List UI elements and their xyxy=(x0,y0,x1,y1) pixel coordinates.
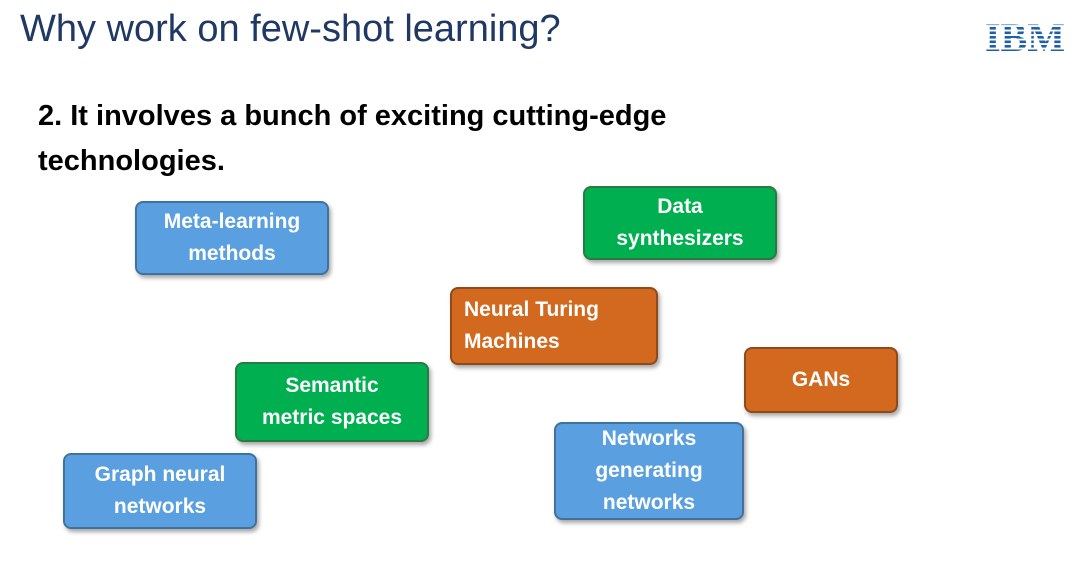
svg-text:IBM: IBM xyxy=(985,18,1065,54)
slide-subtitle: 2. It involves a bunch of exciting cutti… xyxy=(38,100,667,177)
box-label: Networks generating networks xyxy=(595,427,703,514)
ibm-logo: IBM xyxy=(985,18,1065,54)
box-label: GANs xyxy=(791,368,851,391)
box-label: Graph neural networks xyxy=(94,463,226,518)
box-graph-neural-networks: Graph neural networks xyxy=(63,453,257,529)
slide-title: Why work on few-shot learning? xyxy=(20,8,561,50)
box-label: Meta-learning methods xyxy=(163,210,301,265)
box-gans: GANs xyxy=(744,347,898,413)
box-neural-turing-machines: Neural Turing Machines xyxy=(450,287,658,365)
box-semantic-metric-spaces: Semantic metric spaces xyxy=(235,362,429,442)
box-label: Data synthesizers xyxy=(616,195,744,250)
box-networks-generating-networks: Networks generating networks xyxy=(554,422,744,520)
box-label: Neural Turing Machines xyxy=(464,298,599,353)
box-data-synthesizers: Data synthesizers xyxy=(583,186,777,260)
box-meta-learning-methods: Meta-learning methods xyxy=(135,201,329,275)
box-label: Semantic metric spaces xyxy=(261,374,403,429)
